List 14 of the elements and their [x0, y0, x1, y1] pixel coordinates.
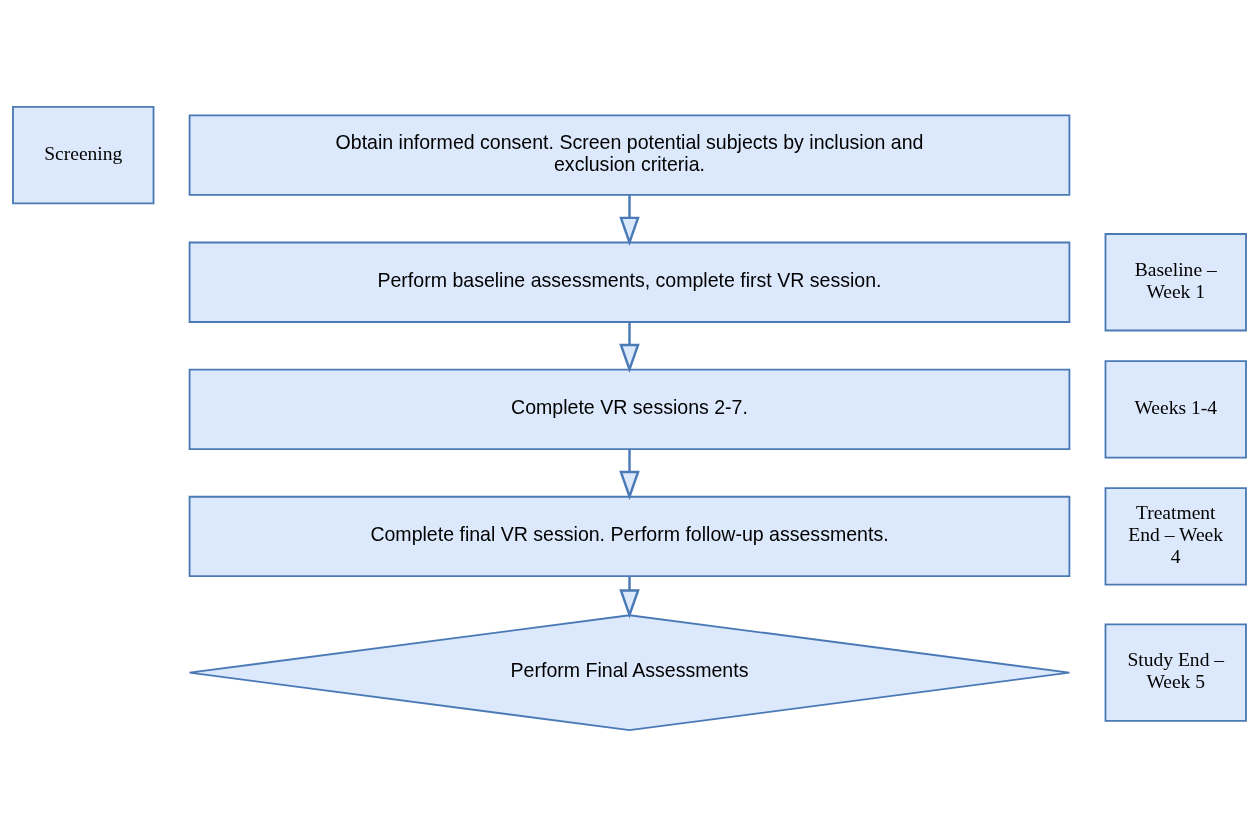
- node-box: Complete final VR session. Perform follow-up assessments.: [188, 495, 1071, 577]
- node-box: Perform baseline assessments, complete first VR session.: [188, 241, 1071, 323]
- arrow: [619, 448, 640, 500]
- node-box: Complete VR sessions 2-7.: [188, 368, 1071, 450]
- arrow: [619, 321, 640, 373]
- node-box: Treatment End – Week 4: [1104, 486, 1247, 586]
- node-box: Study End – Week 5: [1104, 623, 1247, 722]
- node-box: Baseline – Week 1: [1104, 232, 1247, 331]
- node-diamond: Perform Final Assessments: [188, 613, 1071, 731]
- arrow: [619, 575, 640, 619]
- node-box: Screening: [12, 105, 155, 204]
- node-box: Obtain informed consent. Screen potential subjects by inclusion and exclusion criteria.: [188, 114, 1071, 196]
- node-box: Weeks 1-4: [1104, 359, 1247, 458]
- arrow: [619, 194, 640, 246]
